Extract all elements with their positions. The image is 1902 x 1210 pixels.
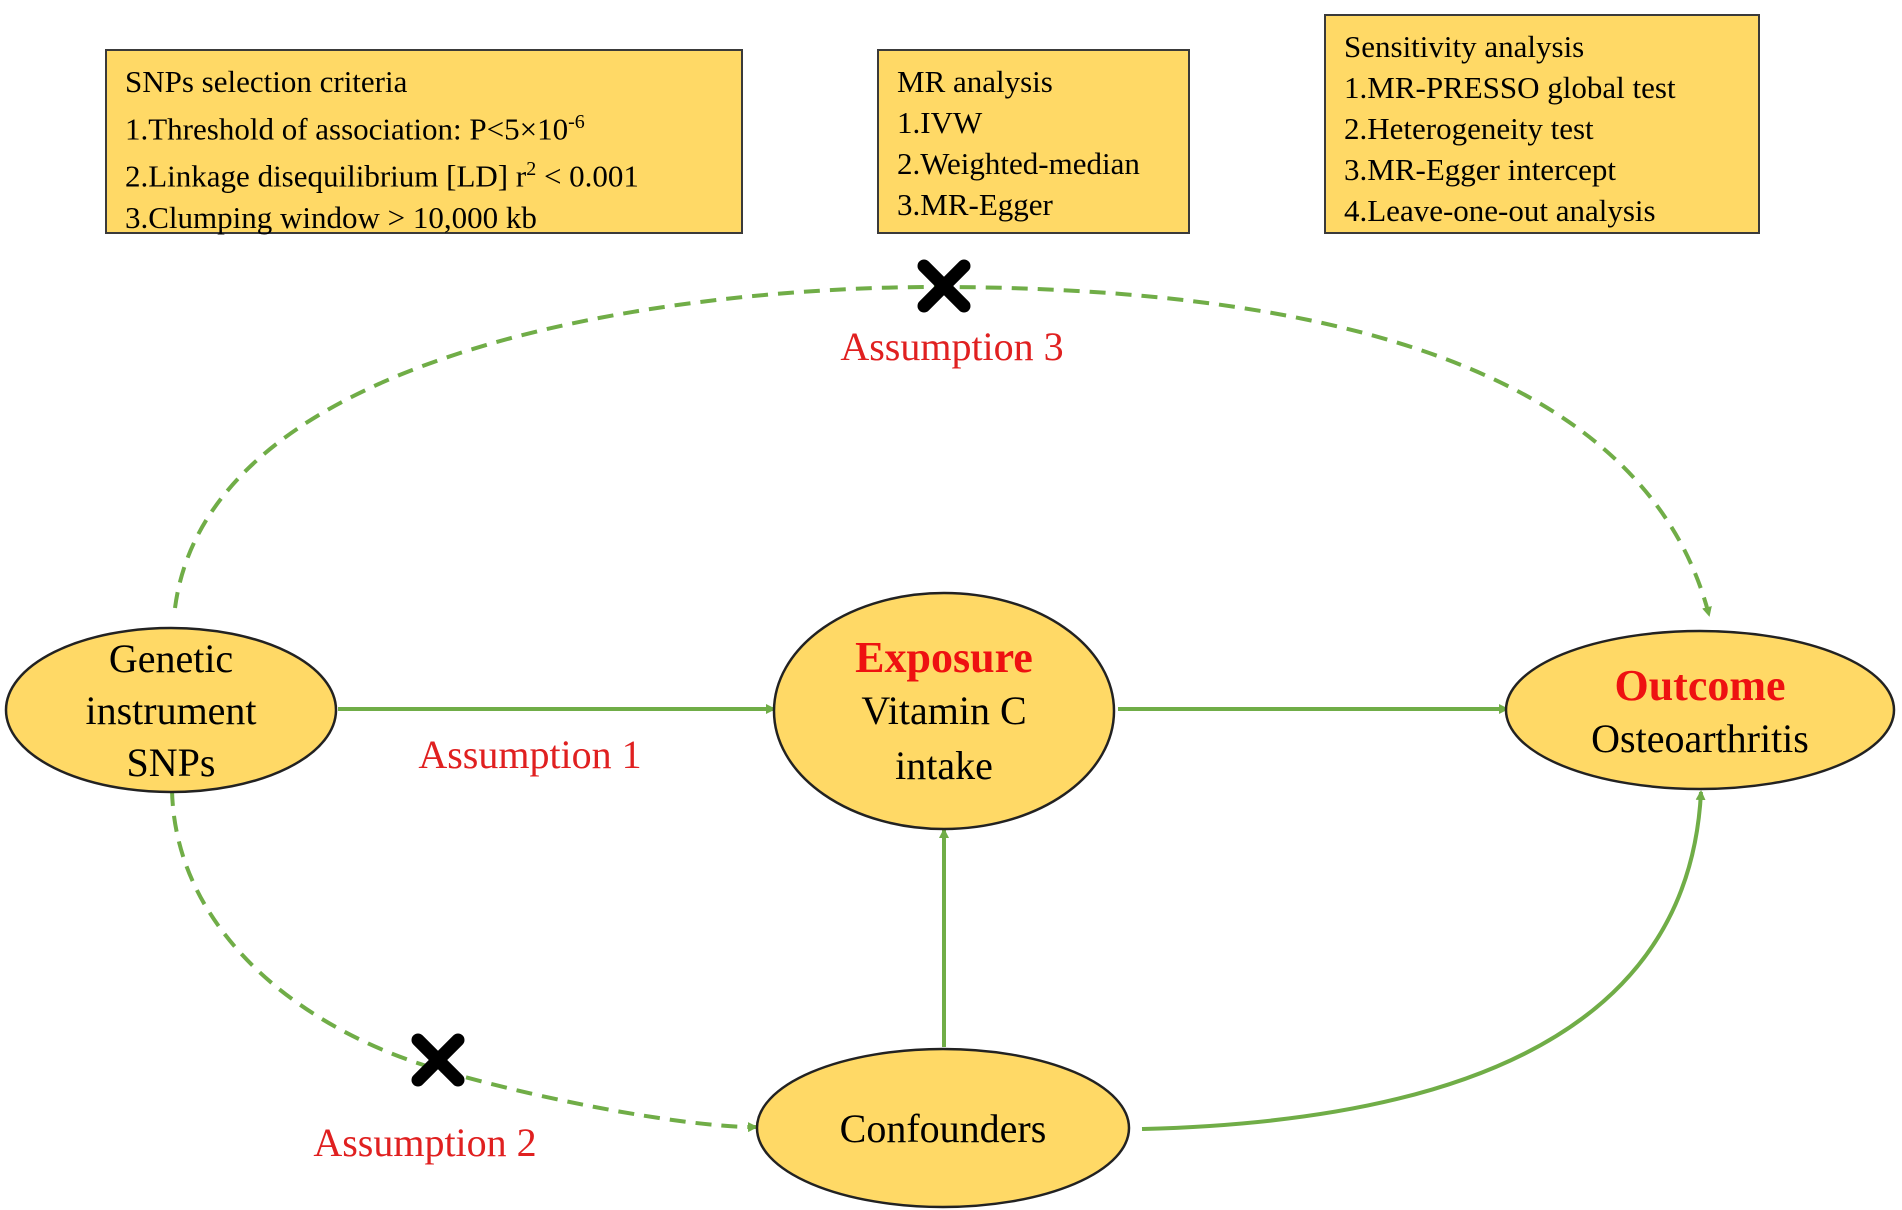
outcome-node: Outcome Osteoarthritis	[1504, 629, 1896, 791]
sensitivity-item-2: 2.Heterogeneity test	[1344, 111, 1594, 146]
snps-criterion-2: 2.Linkage disequilibrium [LD] r2 < 0.001	[125, 158, 639, 194]
snps-box-title: SNPs selection criteria	[125, 64, 408, 99]
assumption-2-dashed-path	[170, 789, 758, 1133]
sensitivity-item-1: 1.MR-PRESSO global test	[1344, 70, 1676, 105]
exposure-line-1: Vitamin C	[861, 688, 1026, 733]
sensitivity-item-3: 3.MR-Egger intercept	[1344, 152, 1617, 187]
snps-criterion-3: 3.Clumping window > 10,000 kb	[125, 199, 537, 235]
genetic-line-3: SNPs	[127, 740, 216, 785]
mr-analysis-box: MR analysis 1.IVW 2.Weighted-median 3.MR…	[877, 49, 1190, 234]
assumption-2-label: Assumption 2	[313, 1120, 536, 1165]
mr-method-1: 1.IVW	[897, 105, 983, 140]
assumption-1-label: Assumption 1	[418, 732, 641, 777]
snps-selection-criteria-box: SNPs selection criteria 1.Threshold of a…	[105, 49, 743, 235]
sensitivity-item-4: 4.Leave-one-out analysis	[1344, 193, 1656, 228]
exposure-line-2: intake	[895, 743, 993, 788]
sensitivity-analysis-box: Sensitivity analysis 1.MR-PRESSO global …	[1324, 14, 1760, 234]
confounders-node: Confounders	[755, 1047, 1131, 1209]
snps-criterion-1: 1.Threshold of association: P<5×10-6	[125, 111, 585, 147]
assumption-3-label: Assumption 3	[840, 324, 1063, 369]
mr-method-3: 3.MR-Egger	[897, 187, 1053, 222]
sensitivity-box-title: Sensitivity analysis	[1344, 29, 1585, 64]
outcome-title: Outcome	[1614, 661, 1785, 710]
genetic-line-2: instrument	[85, 688, 256, 733]
genetic-instrument-node: Genetic instrument SNPs	[4, 626, 338, 794]
cross-mark-icon	[411, 1033, 465, 1087]
genetic-line-1: Genetic	[109, 636, 233, 681]
outcome-line-1: Osteoarthritis	[1591, 716, 1809, 761]
mr-method-2: 2.Weighted-median	[897, 146, 1140, 181]
confounders-label: Confounders	[840, 1106, 1047, 1151]
cross-mark-icon	[917, 259, 971, 313]
confounders-to-outcome-arrow	[1141, 790, 1706, 1131]
exposure-title: Exposure	[855, 633, 1033, 682]
mr-box-title: MR analysis	[897, 64, 1053, 99]
exposure-node: Exposure Vitamin C intake	[772, 591, 1116, 831]
